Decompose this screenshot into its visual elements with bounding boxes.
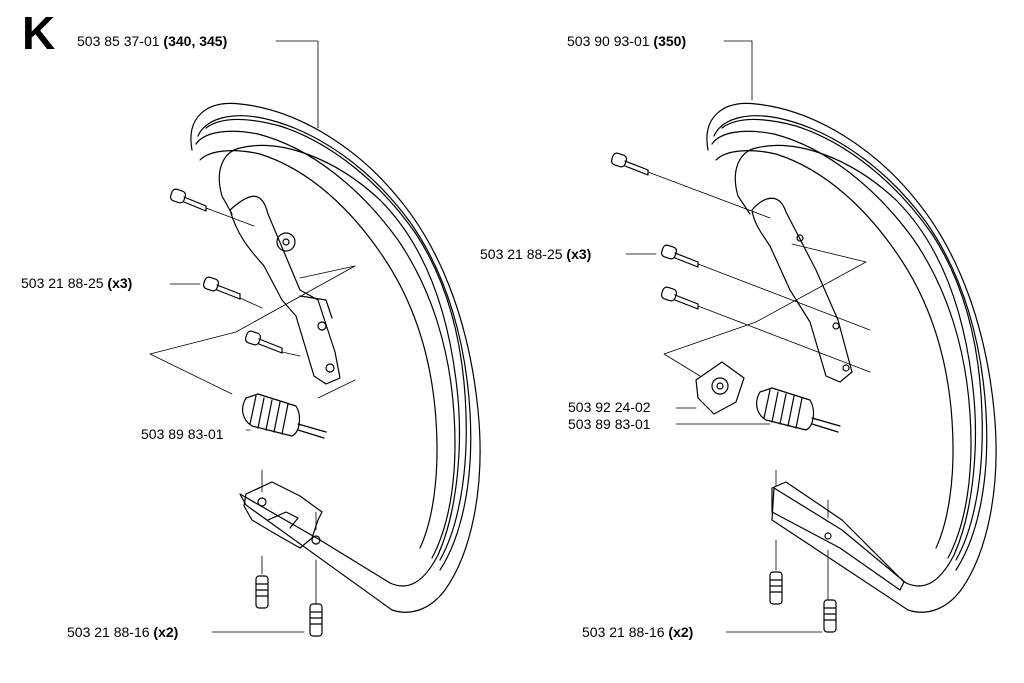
left-handle-label: 503 85 37-01 (340, 345) [77, 33, 227, 49]
right-screws-a-qty: (x3) [566, 246, 592, 262]
right-handle-part-no: 503 90 93-01 [567, 33, 650, 49]
left-screw-mid [202, 276, 241, 300]
left-bottom-screw-2 [309, 603, 323, 637]
left-rubber-buffer [242, 393, 327, 439]
right-buffer-part-no: 503 89 83-01 [568, 416, 651, 432]
left-front-handle [190, 102, 481, 613]
left-screws-a-qty: (x3) [107, 275, 133, 291]
right-handle-models: (350) [653, 33, 687, 49]
left-leader-lines [149, 40, 356, 633]
right-bracket-part-no: 503 92 24-02 [568, 399, 651, 415]
right-bracket [695, 361, 745, 415]
right-buffer-label: 503 89 83-01 [568, 416, 651, 432]
right-screw-mid [660, 244, 699, 268]
left-screws-b-label: 503 21 88-16 (x2) [67, 624, 178, 640]
left-handle-part-no: 503 85 37-01 [77, 33, 160, 49]
right-leader-lines [625, 40, 871, 633]
right-screw-top [610, 152, 649, 176]
left-screws-b-qty: (x2) [153, 624, 179, 640]
left-screws-a-label: 503 21 88-25 (x3) [21, 275, 132, 291]
right-bottom-screw-2 [823, 599, 837, 633]
right-screws-b-part-no: 503 21 88-16 [582, 624, 665, 640]
right-screws-b-label: 503 21 88-16 (x2) [582, 624, 693, 640]
left-buffer-part-no: 503 89 83-01 [141, 426, 224, 442]
right-screws-a-part-no: 503 21 88-25 [480, 246, 563, 262]
right-bottom-screw-1 [769, 571, 783, 605]
left-handle-models: (340, 345) [163, 33, 228, 49]
left-screw-top [169, 188, 207, 212]
left-buffer-label: 503 89 83-01 [141, 426, 224, 442]
left-screws-a-part-no: 503 21 88-25 [21, 275, 104, 291]
right-rubber-buffer [756, 387, 841, 433]
right-screws-b-qty: (x2) [668, 624, 694, 640]
right-front-handle [706, 102, 997, 613]
left-bottom-screw-1 [255, 575, 269, 609]
left-screw-low [244, 330, 283, 354]
right-screws-a-label: 503 21 88-25 (x3) [480, 246, 591, 262]
section-letter: K [22, 7, 56, 59]
right-bracket-label: 503 92 24-02 [568, 399, 651, 415]
right-screw-low [660, 286, 699, 310]
right-handle-label: 503 90 93-01 (350) [567, 33, 686, 49]
left-screws-b-part-no: 503 21 88-16 [67, 624, 150, 640]
